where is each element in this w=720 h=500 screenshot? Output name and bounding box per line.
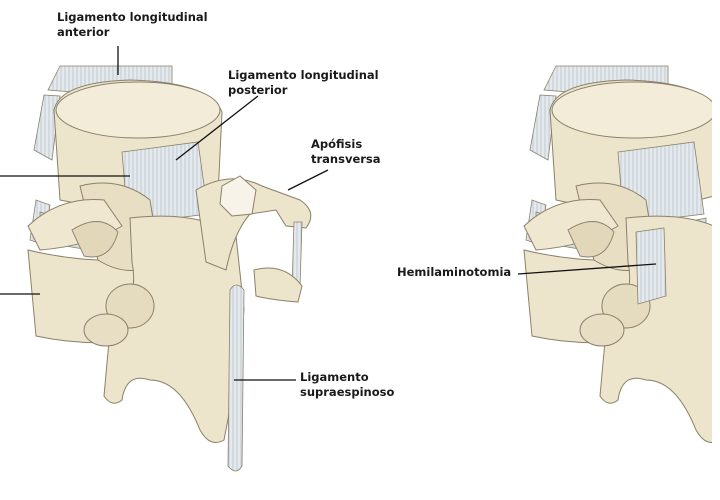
label-transverse-process: Apófisis transversa bbox=[311, 137, 381, 167]
leader-posterior-ligament bbox=[175, 95, 259, 161]
leader-lines bbox=[0, 46, 657, 381]
leader-transverse-process bbox=[287, 169, 329, 191]
label-supraspinous-ligament: Ligamento supraespinoso bbox=[300, 370, 394, 400]
label-supraspinous-ligament-line1: Ligamento bbox=[300, 370, 369, 384]
label-transverse-process-line1: Apófisis bbox=[311, 137, 363, 151]
label-supraspinous-ligament-line2: supraespinoso bbox=[300, 385, 395, 399]
label-posterior-ligament: Ligamento longitudinal posterior bbox=[228, 68, 379, 98]
left-vertebral-unit bbox=[27, 65, 312, 472]
label-posterior-ligament-line1: Ligamento longitudinal bbox=[228, 68, 379, 82]
label-posterior-ligament-line2: posterior bbox=[228, 83, 288, 97]
hemilaminotomy-window bbox=[635, 227, 667, 305]
label-anterior-ligament: Ligamento longitudinal anterior bbox=[57, 10, 208, 40]
label-anterior-ligament-line2: anterior bbox=[57, 25, 110, 39]
leader-hemilaminotomy bbox=[517, 263, 657, 275]
label-transverse-process-line2: transversa bbox=[311, 152, 381, 166]
label-hemilaminotomy: Hemilaminotomia bbox=[397, 265, 511, 280]
label-anterior-ligament-line1: Ligamento longitudinal bbox=[57, 10, 208, 24]
right-vertebral-unit bbox=[523, 0, 720, 500]
label-hemilaminotomy-text: Hemilaminotomia bbox=[397, 265, 512, 279]
